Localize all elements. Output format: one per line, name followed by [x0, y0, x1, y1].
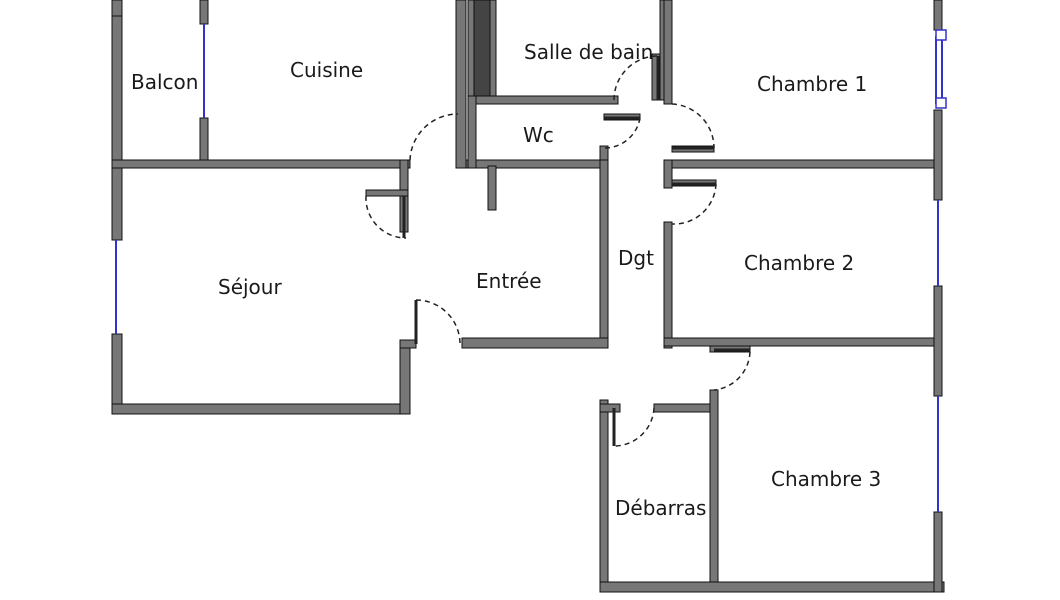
label-cuisine: Cuisine: [290, 58, 363, 82]
wall-chambre2-left-top: [663, 159, 673, 189]
label-chambre-2: Chambre 2: [744, 251, 854, 275]
wall-cuisine-door-stub: [365, 189, 409, 197]
label-chambre-1: Chambre 1: [757, 72, 867, 96]
door-wc-swing: [603, 117, 641, 149]
door-chambre3-swing: [713, 351, 751, 391]
wall-under-cuisine-right: [455, 159, 607, 169]
wall-balcon-divider-bottom: [199, 117, 209, 165]
label-dgt: Dgt: [618, 246, 654, 270]
door-debarras-swing: [613, 407, 655, 447]
wall-chambre1-left: [663, 0, 673, 105]
door-chambre1-swing: [671, 103, 715, 149]
label-wc: Wc: [523, 123, 554, 147]
wall-right-top: [933, 0, 943, 31]
wall-chambre1-bottom: [671, 159, 943, 169]
label-salle-de-bain: Salle de bain: [524, 40, 653, 64]
wall-wc-left: [467, 95, 477, 169]
room-labels: Balcon Cuisine Salle de bain Chambre 1 W…: [131, 40, 881, 520]
wall-under-cuisine: [111, 159, 411, 169]
wall-sejour-right: [399, 339, 411, 415]
wall-debarras-top-right: [653, 403, 717, 413]
label-entree: Entrée: [476, 269, 542, 293]
wall-wc-top: [467, 95, 619, 105]
label-balcon: Balcon: [131, 70, 198, 94]
wall-entree-bottom: [461, 337, 609, 349]
doors: [365, 55, 751, 447]
windows: [115, 24, 947, 512]
window-chambre1-handle-bottom: [935, 97, 947, 109]
door-sejour-swing: [365, 195, 407, 239]
wall-sejour-bottom: [111, 403, 411, 415]
wall-debarras-right: [709, 389, 719, 593]
door-chambre2-swing: [671, 183, 717, 225]
wall-entree-stub: [487, 165, 497, 211]
label-chambre-3: Chambre 3: [771, 467, 881, 491]
wall-chambre2-left: [663, 221, 673, 349]
wall-debarras-top: [599, 403, 621, 413]
label-sejour: Séjour: [218, 275, 282, 299]
wall-sejour-right-stub: [399, 339, 417, 349]
wall-sdb-door-stub: [651, 53, 661, 101]
wall-balcon-divider-top: [199, 0, 209, 25]
label-debarras: Débarras: [615, 496, 706, 520]
wall-left-bottom: [111, 333, 123, 415]
wall-right-chambre2-low: [933, 285, 943, 397]
wall-debarras-left: [599, 399, 609, 593]
wall-sdb-left-dark: [473, 0, 491, 97]
wall-cuisine-right: [455, 0, 467, 169]
door-entree-swing: [415, 299, 461, 345]
wall-left-top: [111, 0, 123, 241]
window-chambre1-handle-top: [935, 29, 947, 41]
wall-right-chambre1-low: [933, 109, 943, 201]
wall-top-left-stub: [111, 0, 123, 17]
door-leaves: [402, 56, 750, 446]
wall-right-bottom: [933, 511, 943, 593]
wall-bottom: [599, 581, 945, 593]
wall-dgt-left: [599, 159, 609, 347]
door-cuisine-swing: [409, 113, 459, 161]
wall-chambre2-bottom: [663, 337, 943, 347]
